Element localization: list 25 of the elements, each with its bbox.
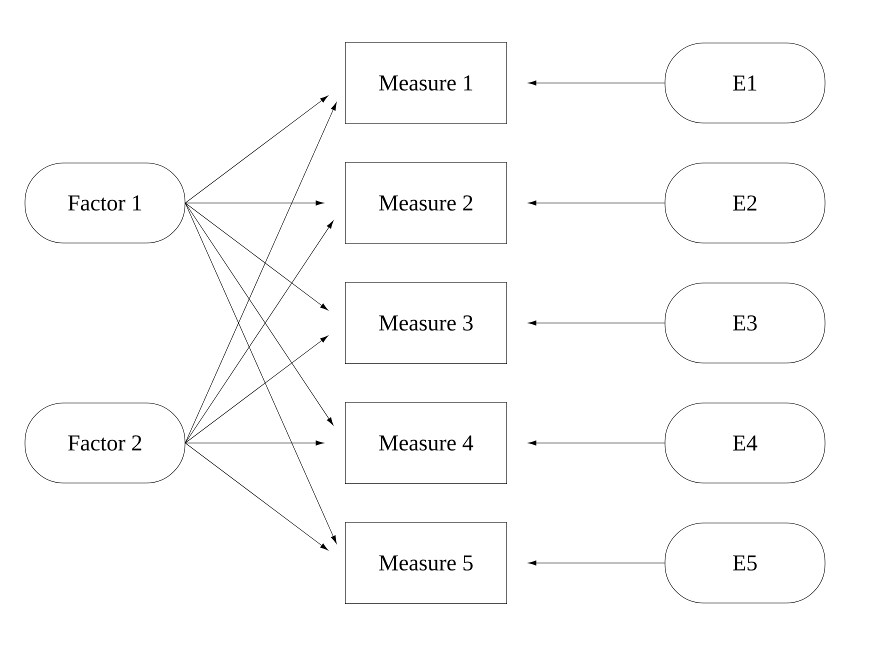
arrow [528,200,666,206]
measure-box: Measure 3 [345,282,507,364]
arrow [185,442,328,550]
rounded-node: E1 [664,42,826,124]
rounded-node: E4 [664,402,826,484]
rounded-node: E5 [664,522,826,604]
rounded-node: Factor 1 [24,162,186,244]
arrow [528,80,666,86]
measure-box: Measure 1 [345,42,507,124]
arrow [528,560,666,566]
rounded-node: E2 [664,162,826,244]
arrow [528,440,666,446]
arrow [185,202,328,310]
measure-box: Measure 2 [345,162,507,244]
arrow [528,320,666,326]
arrow [185,336,328,444]
measure-box: Measure 5 [345,522,507,604]
arrow [185,440,324,446]
arrow [185,102,337,444]
arrow [185,202,337,544]
rounded-node: Factor 2 [24,402,186,484]
rounded-node: E3 [664,282,826,364]
arrow [185,96,328,204]
measure-box: Measure 4 [345,402,507,484]
arrow [185,200,324,206]
